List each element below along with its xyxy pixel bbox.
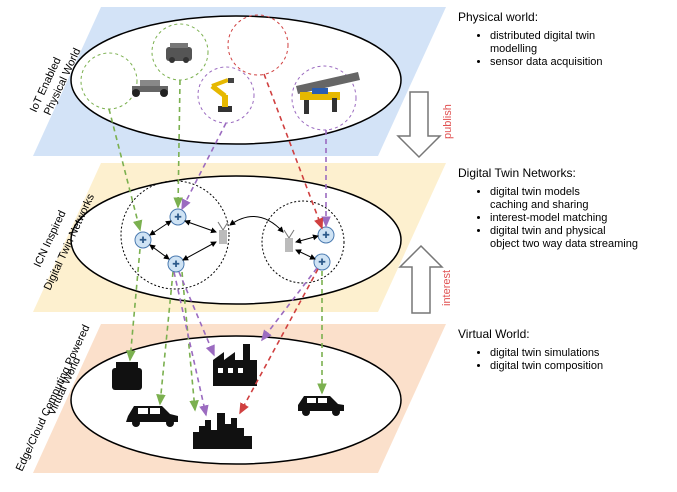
- publish-arrow-icon: [396, 91, 442, 159]
- router-icon: ✚: [169, 208, 187, 226]
- virtual-world-description: Virtual World: digital twin simulations …: [458, 327, 672, 373]
- subnetwork-circle: [261, 200, 345, 284]
- subnetwork-circle: [120, 180, 230, 290]
- purple-dataflow-arrows: [173, 122, 331, 417]
- list-item: digital twin composition: [490, 360, 672, 373]
- list-item-text: caching and sharing: [490, 199, 589, 211]
- physical-world-heading: Physical world:: [458, 10, 539, 24]
- svg-text:✚: ✚: [318, 258, 326, 268]
- interest-label: interest: [441, 270, 453, 306]
- green-dataflow-arrows: [108, 79, 327, 412]
- svg-text:✚: ✚: [139, 236, 147, 246]
- virtual-world-ellipse: [70, 335, 402, 465]
- router-icon: ✚: [134, 231, 152, 249]
- router-icon: ✚: [317, 226, 335, 244]
- dtn-ellipse: [70, 175, 402, 305]
- factory-icon: [213, 344, 257, 386]
- vehicle-chassis-icon: [132, 80, 168, 97]
- twin-boundary-circle: [227, 14, 289, 76]
- interest-arrow-icon: [398, 244, 444, 314]
- router-icon: ✚: [167, 255, 185, 273]
- list-item: interest-model matching: [490, 212, 672, 225]
- list-item: digital twin simulations: [490, 347, 672, 360]
- twin-boundary-circle: [291, 65, 357, 131]
- conveyor-machine-icon: [296, 72, 360, 114]
- car-icon: [298, 396, 344, 416]
- publish-label: publish: [442, 104, 454, 139]
- red-dataflow-arrows: [239, 73, 324, 415]
- network-links: [149, 216, 319, 261]
- virtual-world-heading: Virtual World:: [458, 327, 530, 341]
- router-icon: ✚: [313, 253, 331, 271]
- svg-text:✚: ✚: [174, 213, 182, 223]
- list-item-text: digital twin models: [490, 186, 580, 198]
- svg-text:✚: ✚: [322, 231, 330, 241]
- dtn-heading: Digital Twin Networks:: [458, 166, 576, 180]
- list-item-text: digital twin and physical: [490, 225, 606, 237]
- list-item: sensor data acquisition: [490, 56, 672, 69]
- physical-world-ellipse: [70, 15, 402, 145]
- physical-world-description: Physical world: distributed digital twin…: [458, 10, 672, 69]
- access-point-icon: [217, 221, 229, 244]
- car-icon: [126, 406, 178, 427]
- city-skyline-icon: [193, 413, 252, 449]
- virtual-world-list: digital twin simulations digital twin co…: [458, 347, 672, 373]
- industrial-robot-arm-icon: [210, 78, 234, 112]
- engine-block-icon: [166, 43, 192, 63]
- list-item-text: object two way data streaming: [490, 238, 638, 250]
- dtn-description: Digital Twin Networks: digital twin mode…: [458, 166, 672, 251]
- access-point-icon: [283, 229, 295, 252]
- list-item-text: distributed digital twin: [490, 30, 596, 42]
- list-item-text: modelling: [490, 43, 538, 55]
- engine-model-icon: [112, 362, 142, 390]
- svg-text:✚: ✚: [172, 260, 180, 270]
